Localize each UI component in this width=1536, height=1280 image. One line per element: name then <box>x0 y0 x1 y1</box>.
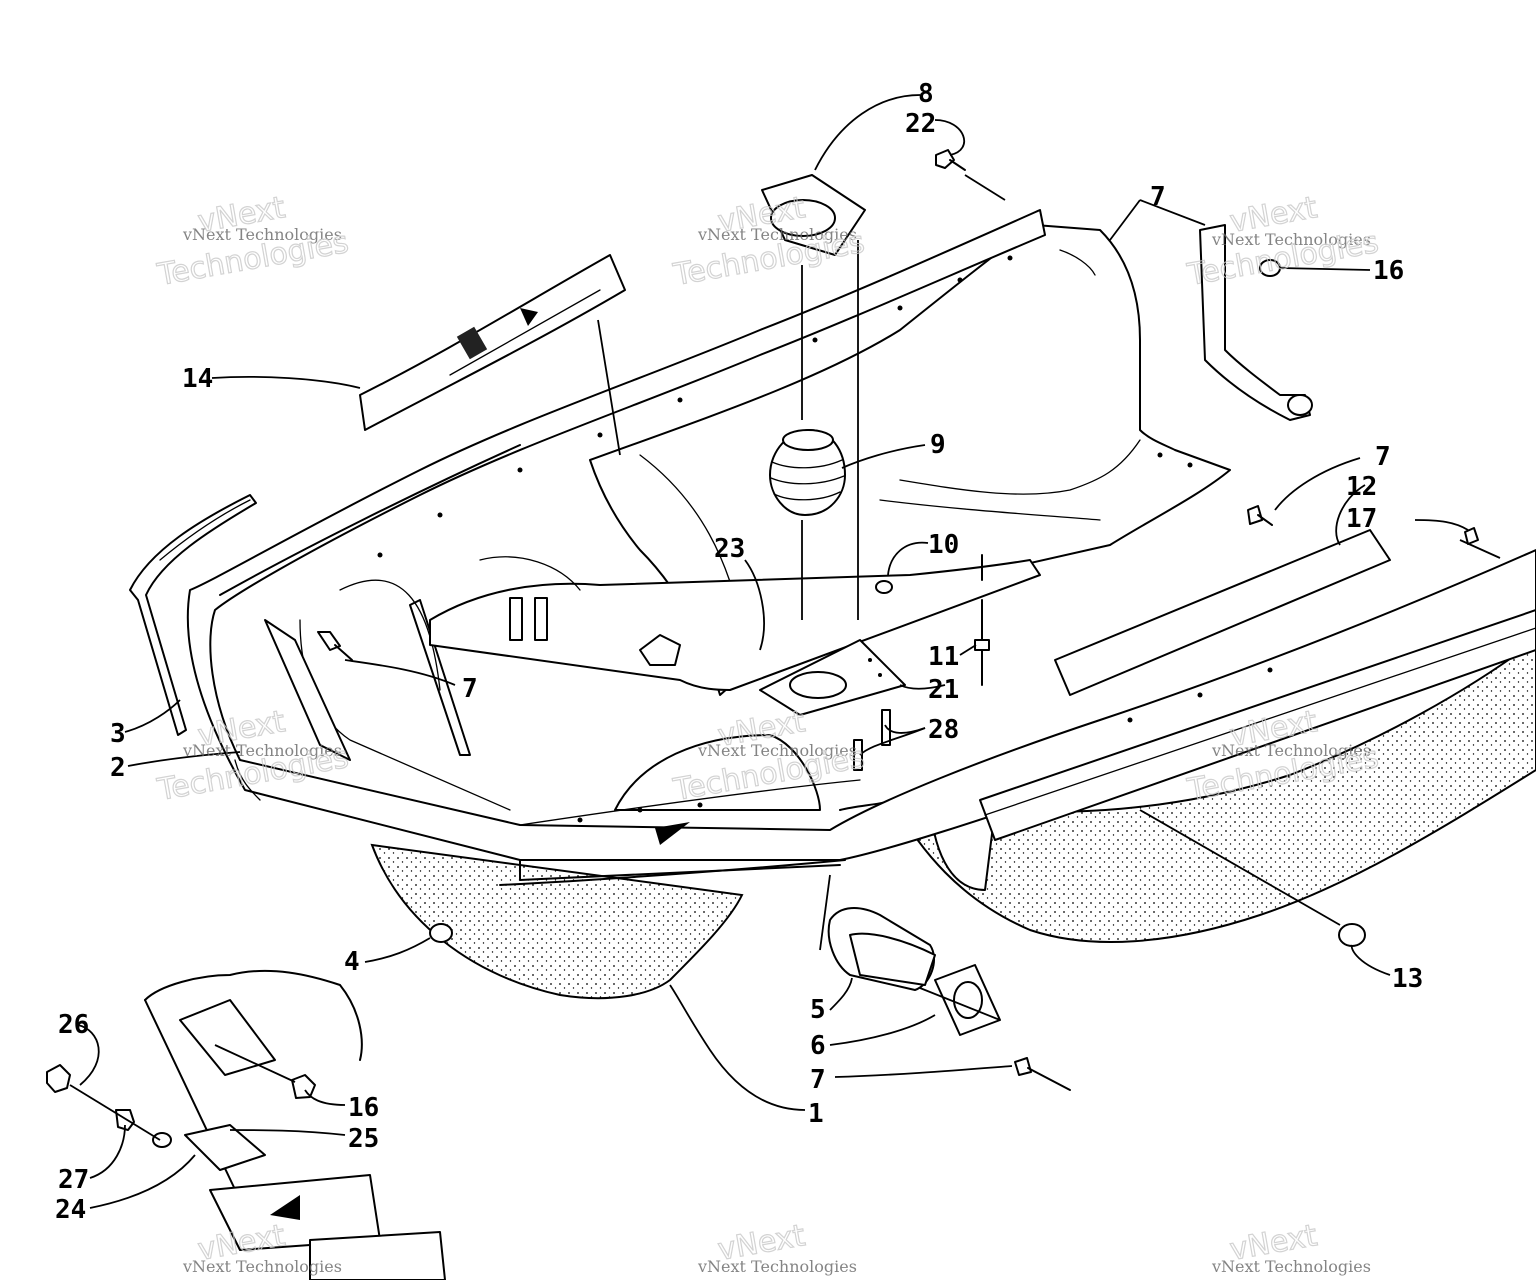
part-number-24: 24 <box>55 1195 86 1225</box>
watermark-small-text: vNext Technologies <box>1211 1257 1371 1276</box>
part-number-7-top: 7 <box>1150 182 1166 212</box>
part-number-9: 9 <box>930 430 946 460</box>
part-number-28: 28 <box>928 715 959 745</box>
front-bracket-parts-5-6 <box>827 907 1001 1036</box>
side-gusset-left <box>264 579 471 761</box>
detail-view-lower-left <box>46 969 446 1280</box>
part-number-13: 13 <box>1392 964 1423 994</box>
part-number-7-left: 7 <box>462 674 478 704</box>
bumper-trim-part-3 <box>129 494 257 736</box>
part-number-12: 12 <box>1346 472 1377 502</box>
part-number-5: 5 <box>810 995 826 1025</box>
watermark-bottom-right: vNext vNext Technologies <box>1211 1218 1371 1276</box>
plate-part-21 <box>759 639 906 716</box>
part-number-23: 23 <box>714 534 745 564</box>
part-number-6: 6 <box>810 1031 826 1061</box>
upper-trim-part-14 <box>359 254 626 431</box>
part-number-7-right: 7 <box>1375 442 1391 472</box>
part-number-10: 10 <box>928 530 959 560</box>
watermark-small-text: vNext Technologies <box>182 741 342 760</box>
part-number-labels: 1 2 3 4 5 6 7 7 7 7 8 9 10 11 12 13 14 1… <box>55 79 1423 1225</box>
part-number-8: 8 <box>918 79 934 109</box>
part-number-3: 3 <box>110 719 126 749</box>
part-number-27: 27 <box>58 1165 89 1195</box>
watermark-small-text: vNext Technologies <box>182 225 342 244</box>
watermark-bottom-left: vNext vNext Technologies <box>182 1218 342 1276</box>
watermark-top-right: vNext vNext Technologies Technologies <box>1184 190 1382 294</box>
part-number-21: 21 <box>928 675 959 705</box>
watermark-small-text: vNext Technologies <box>1211 230 1371 249</box>
part-number-11: 11 <box>928 642 959 672</box>
part-number-14: 14 <box>182 364 213 394</box>
top-flange-part-8 <box>761 174 866 256</box>
watermark-small-text: vNext Technologies <box>697 741 857 760</box>
right-rail <box>979 529 1536 841</box>
part-number-16-top: 16 <box>1373 256 1404 286</box>
part-number-26: 26 <box>58 1010 89 1040</box>
watermark-top-left: vNext vNext Technologies Technologies <box>154 190 352 294</box>
part-number-17: 17 <box>1346 504 1377 534</box>
belly-pan-part-1 <box>370 638 1536 1000</box>
part-number-25: 25 <box>348 1124 379 1154</box>
part-number-4: 4 <box>344 947 360 977</box>
right-bracket <box>1199 224 1313 421</box>
watermark-small-text: vNext Technologies <box>697 225 857 244</box>
part-number-7-lower: 7 <box>810 1065 826 1095</box>
part-number-16-lower: 16 <box>348 1093 379 1123</box>
watermark-small-text: vNext Technologies <box>182 1257 342 1276</box>
rubber-boot-part-9 <box>769 429 846 516</box>
watermark-small-text: vNext Technologies <box>1211 741 1371 760</box>
watermark-small-text: vNext Technologies <box>697 1257 857 1276</box>
part-number-1: 1 <box>808 1099 824 1129</box>
watermark-bottom-center: vNext vNext Technologies <box>697 1218 857 1276</box>
leader-lines <box>69 94 1501 1209</box>
part-number-2: 2 <box>110 753 126 783</box>
part-number-22: 22 <box>905 109 936 139</box>
